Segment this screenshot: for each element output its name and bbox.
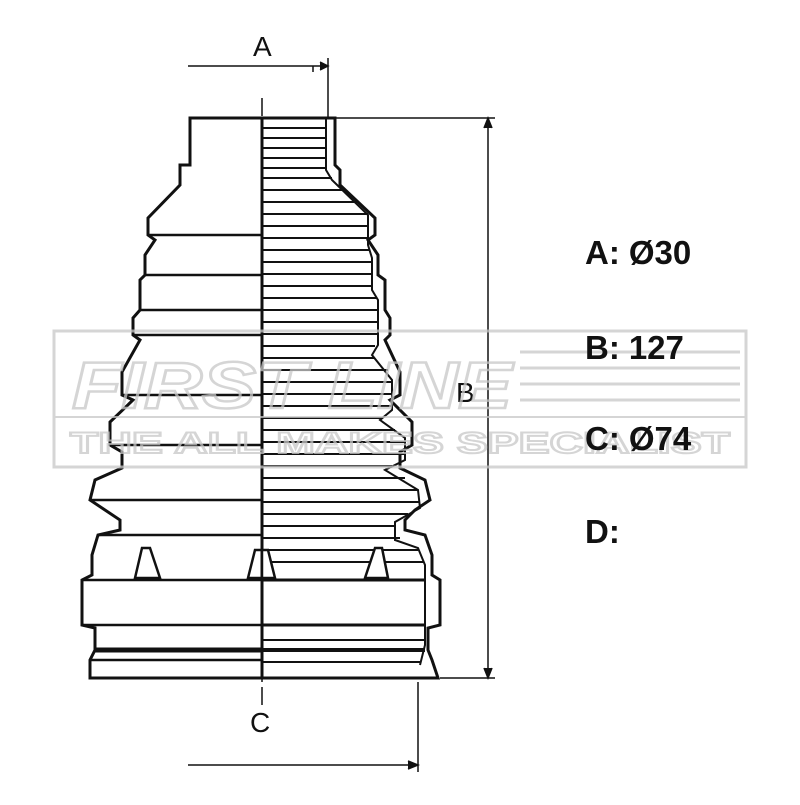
- boot-left-notches: [133, 546, 264, 580]
- spec-label: C:: [585, 420, 620, 457]
- spec-value: 127: [628, 329, 684, 366]
- dimension-label-a: A: [253, 31, 272, 62]
- watermark-stripes: [520, 350, 740, 402]
- watermark-frame: [52, 329, 748, 469]
- boot-right-hatching: [262, 127, 425, 663]
- dimension-c: [188, 682, 421, 772]
- boot-right-half: [260, 116, 442, 680]
- dimension-label-b: B: [456, 377, 475, 408]
- spec-label: A:: [585, 234, 620, 271]
- spec-label: D:: [585, 513, 620, 550]
- spec-row-c: C:Ø74: [585, 422, 691, 455]
- boot-left-lines: [82, 233, 262, 662]
- watermark-brand: FIRST LINE: [72, 348, 514, 422]
- spec-row-d: D:: [585, 515, 629, 548]
- boot-right-inner-wall: [325, 118, 426, 666]
- watermark: FIRST LINE THE ALL MAKES SPECIALIST: [52, 329, 748, 469]
- spec-row-a: A:Ø30: [585, 236, 691, 269]
- boot-right-notches: [260, 546, 390, 580]
- dimension-label-c: C: [250, 707, 270, 738]
- spec-value: Ø74: [628, 420, 692, 457]
- spec-value: Ø30: [628, 234, 692, 271]
- dimension-a: [188, 58, 330, 118]
- watermark-tagline: THE ALL MAKES SPECIALIST: [70, 427, 730, 460]
- spec-label: B:: [585, 329, 620, 366]
- spec-row-b: B:127: [585, 331, 684, 364]
- dimension-b: [335, 115, 495, 681]
